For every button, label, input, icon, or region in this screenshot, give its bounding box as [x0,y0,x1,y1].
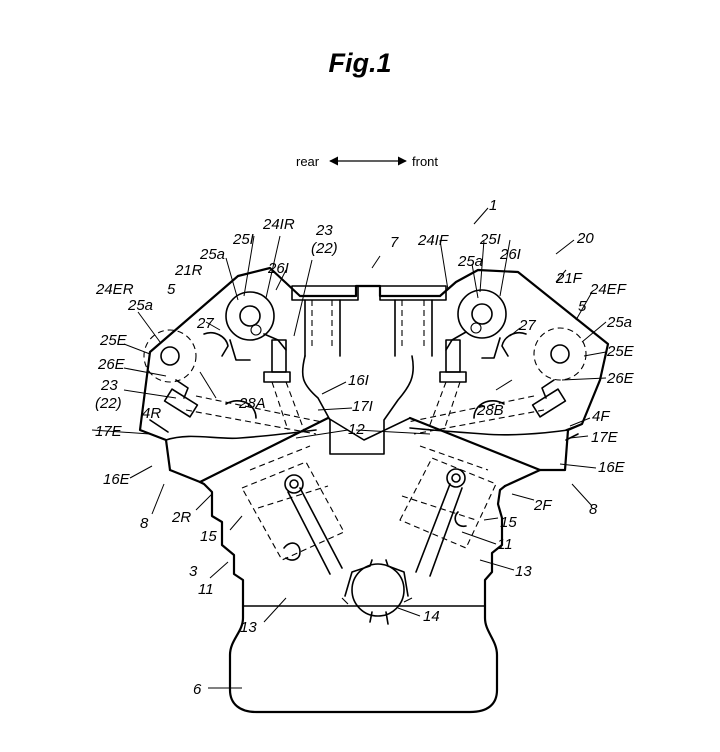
label-25a-rear-lower: 25a [127,297,153,314]
label-16I: 16I [348,372,369,389]
rear-valve-train [143,291,323,435]
label-15-front: 15 [500,514,517,531]
label-2R: 2R [171,509,191,526]
label-8-rear: 8 [140,515,149,532]
label-2F: 2F [533,497,552,514]
oil-pan [228,604,499,714]
direction-front-label: front [412,154,438,169]
leader-lines [91,207,607,689]
label-28A: 28A [238,395,266,412]
label-24IF: 24IF [417,232,449,249]
label-24IR: 24IR [262,216,295,233]
front-valve-train [407,289,587,435]
label-23-top: 23 [315,222,333,239]
label-16E-front: 16E [598,459,626,476]
label-4F: 4F [592,408,610,425]
direction-rear-label: rear [296,154,320,169]
label-5-rear: 5 [167,281,176,298]
label-21R: 21R [174,262,203,279]
label-3: 3 [189,563,198,580]
label-17I: 17I [352,398,373,415]
rear-cylinder-bank [241,445,345,575]
label-28B: 28B [476,402,504,419]
label-7: 7 [390,234,399,251]
label-24EF: 24EF [589,281,627,298]
label-16E-rear: 16E [103,471,131,488]
label-8-front: 8 [589,501,598,518]
label-11-rear: 11 [198,581,214,598]
label-13-rear: 13 [240,619,257,636]
reference-labels: 1 20 7 23 (22) 24IR 25I 25a 26I 21R 24ER… [95,197,635,698]
label-25E-rear: 25E [99,332,128,349]
label-25I-rear: 25I [232,231,254,248]
label-27-front: 27 [518,317,536,334]
label-25E-front: 25E [606,343,635,360]
label-17E-rear: 17E [95,423,123,440]
label-25a-rear-upper: 25a [199,246,225,263]
label-25a-front-upper: 25a [457,253,483,270]
label-24ER: 24ER [95,281,134,298]
label-26E-rear: 26E [97,356,126,373]
label-12: 12 [348,421,365,438]
label-13-front: 13 [515,563,532,580]
label-20: 20 [576,230,594,247]
label-5-front: 5 [578,298,587,315]
label-15-rear: 15 [200,528,217,545]
label-26I-front: 26I [499,246,521,263]
label-17E-front: 17E [591,429,619,446]
label-26E-front: 26E [606,370,635,387]
label-26I-rear: 26I [267,260,289,277]
direction-indicator: rear front [296,154,438,169]
label-22-top: (22) [311,240,338,257]
figure-title: Fig.1 [328,48,392,78]
cylinder-heads [138,266,610,472]
crankshaft [341,559,413,625]
label-6: 6 [193,681,202,698]
label-11-front: 11 [497,536,513,553]
label-1: 1 [489,197,497,214]
cylinder-block [168,416,542,608]
label-14: 14 [423,608,440,625]
front-cylinder-bank [399,445,497,577]
label-21F: 21F [555,270,583,287]
label-27-rear: 27 [196,315,214,332]
label-23-rear: 23 [100,377,118,394]
label-22-rear: (22) [95,395,122,412]
intake-passage [291,285,447,455]
label-4R: 4R [142,405,161,422]
label-25I-front: 25I [479,231,501,248]
label-25a-front-lower: 25a [606,314,632,331]
